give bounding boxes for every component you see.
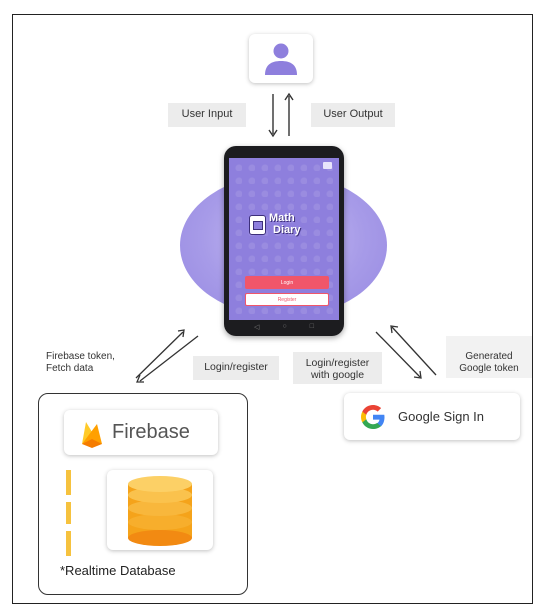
- login-register-google-label: Login/register with google: [293, 352, 382, 384]
- firebase-flame-icon: [82, 421, 102, 448]
- database-caption: *Realtime Database: [60, 563, 176, 578]
- app-name-line1: Math: [269, 212, 295, 224]
- nav-back-icon: ◁: [254, 324, 260, 331]
- database-card: [107, 470, 213, 550]
- google-arrows: [375, 325, 437, 379]
- firebase-card: Firebase: [64, 410, 218, 455]
- user-output-label: User Output: [311, 103, 395, 127]
- app-logo: Math Diary: [249, 212, 319, 240]
- firebase-name: Firebase: [112, 421, 190, 443]
- google-signin-label: Google Sign In: [398, 409, 485, 424]
- firebase-token-note-text: Firebase token, Fetch data: [46, 351, 115, 374]
- app-logo-icon: [249, 215, 266, 235]
- google-signin-card[interactable]: Google Sign In: [344, 393, 520, 440]
- register-button[interactable]: Register: [245, 293, 329, 306]
- user-input-label: User Input: [168, 103, 246, 127]
- google-token-note-text: Generated Google token: [459, 351, 519, 374]
- user-arrows: [268, 92, 294, 138]
- nav-recent-icon: □: [309, 323, 314, 330]
- firebase-container: [38, 393, 248, 595]
- phone-menu-icon: [323, 162, 332, 169]
- phone-nav-bar: ◁ ○ □: [254, 323, 314, 331]
- app-name-line2: Diary: [273, 224, 301, 236]
- phone-screen: Math Diary Login Register: [229, 158, 339, 320]
- firebase-arrows: [135, 329, 199, 383]
- google-g-icon: [361, 404, 385, 429]
- user-icon: [265, 43, 297, 75]
- login-register-label: Login/register: [193, 356, 279, 380]
- user-card: [249, 34, 313, 83]
- phone-mockup: Math Diary Login Register ◁ ○ □: [224, 146, 344, 336]
- database-icon: [128, 476, 192, 546]
- firebase-token-note: Firebase token, Fetch data: [46, 339, 120, 375]
- nav-home-icon: ○: [282, 323, 287, 330]
- login-button[interactable]: Login: [245, 276, 329, 289]
- firebase-dashes: [66, 470, 72, 556]
- google-token-note: Generated Google token: [446, 336, 532, 378]
